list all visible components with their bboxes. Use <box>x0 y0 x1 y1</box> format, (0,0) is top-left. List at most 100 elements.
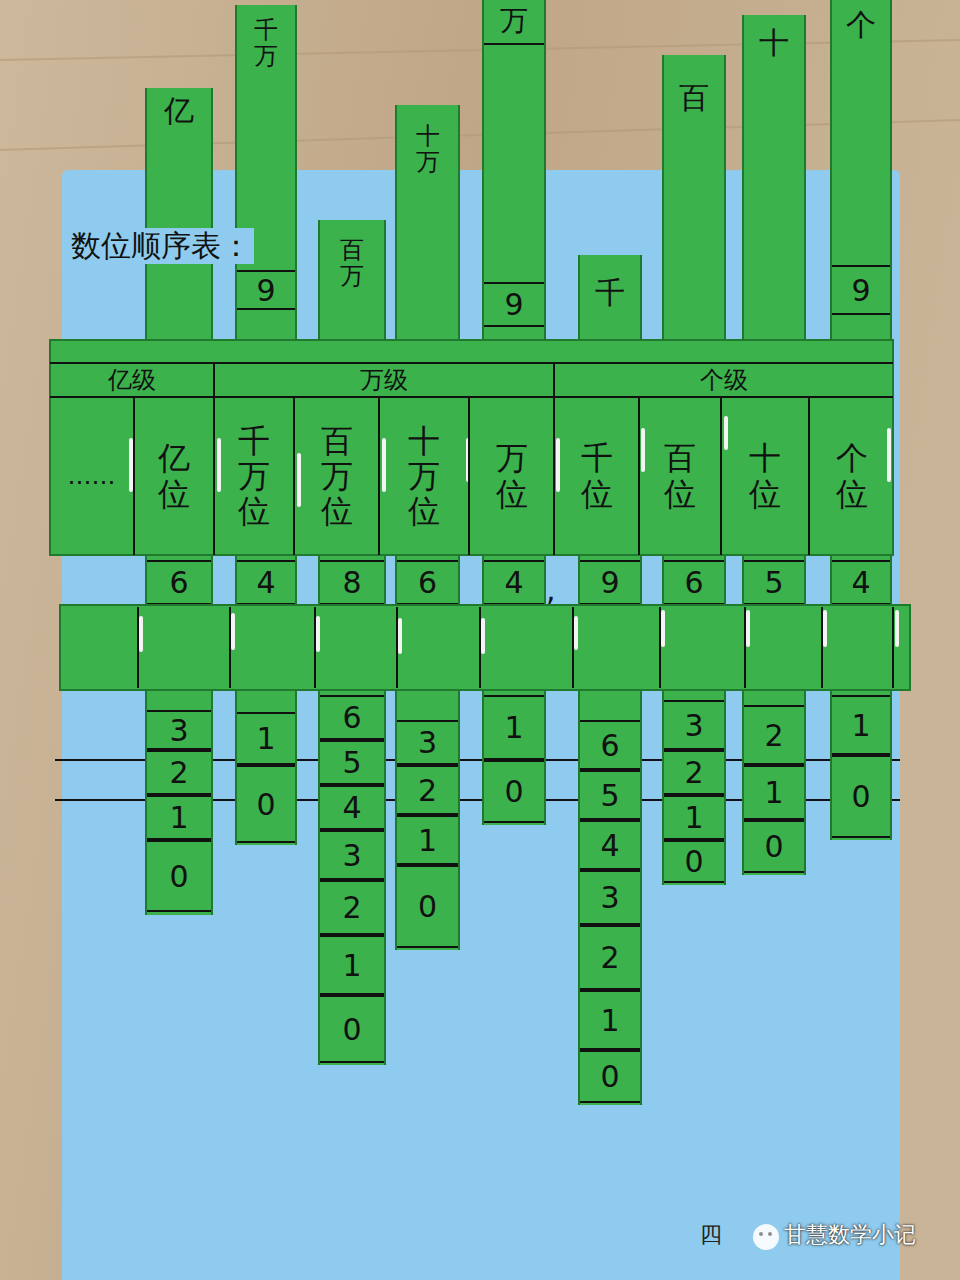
digit: 8 <box>342 566 361 599</box>
place-label-cell: 百 <box>664 70 724 125</box>
place-column: 万位 <box>470 398 555 555</box>
number-strip: 千 9 6 5 4 3 2 1 0 <box>578 255 642 1105</box>
wechat-icon <box>753 1224 779 1250</box>
digit-cell: 3 <box>580 870 640 925</box>
digit: 4 <box>504 566 523 599</box>
digit-cell: 0 <box>484 760 544 823</box>
digit: 3 <box>169 714 188 747</box>
digit: 0 <box>256 788 275 821</box>
place-column: 十位 <box>722 398 810 555</box>
digit: 6 <box>169 566 188 599</box>
digit-cell: 4 <box>320 785 384 830</box>
digit-cell: 4 <box>580 820 640 870</box>
digit: 9 <box>851 274 870 307</box>
place-column: 十万位 <box>380 398 470 555</box>
digit: 1 <box>600 1004 619 1037</box>
place-label: 千 <box>595 276 625 309</box>
digit: 4 <box>342 791 361 824</box>
place-column: 千位 <box>555 398 640 555</box>
digit-cell: 6 <box>397 560 458 605</box>
place-name: …… <box>68 463 116 489</box>
number-strip: 万 9 4 1 0 <box>482 0 546 825</box>
digit-cell: 4 <box>832 560 890 605</box>
level-cell: 亿级 <box>50 362 215 398</box>
digit-cell: 6 <box>320 695 384 740</box>
digit-cell: 2 <box>147 750 211 795</box>
digit: 6 <box>418 566 437 599</box>
digit-cell: 0 <box>320 995 384 1063</box>
digit: 3 <box>418 726 437 759</box>
place-column: 百万位 <box>295 398 380 555</box>
digit: 5 <box>600 779 619 812</box>
digit: 3 <box>342 839 361 872</box>
place-label-cell: 百万 <box>320 228 384 298</box>
digit-cell: 1 <box>664 795 724 840</box>
digit: 9 <box>256 274 275 307</box>
digit: 9 <box>504 288 523 321</box>
digit-cell: 1 <box>237 712 295 765</box>
place-name: 百万位 <box>321 424 353 530</box>
digit-cell: 6 <box>664 560 724 605</box>
place-label-cell: 千万 <box>237 12 295 74</box>
place-name: 千位 <box>581 441 613 511</box>
digit: 1 <box>169 801 188 834</box>
place-label-cell: 十 <box>744 20 804 65</box>
digit-cell: 0 <box>744 820 804 873</box>
level-name: 亿级 <box>108 367 156 393</box>
digit: 2 <box>684 756 703 789</box>
digit: 9 <box>600 566 619 599</box>
digit-cell: 1 <box>832 695 890 755</box>
place-label: 千万 <box>254 17 278 70</box>
digit-cell: 1 <box>484 695 544 760</box>
digit-cell: 2 <box>580 925 640 990</box>
digit-cell: 3 <box>397 720 458 765</box>
digit-cell: 3 <box>664 700 724 750</box>
place-name: 百位 <box>664 441 696 511</box>
digit: 5 <box>342 746 361 779</box>
digit-cell: 4 <box>484 560 544 605</box>
digit-cell: 3 <box>320 830 384 880</box>
digit-cell: 9 <box>484 282 544 327</box>
digit-cell: 1 <box>147 795 211 840</box>
digit: 3 <box>600 881 619 914</box>
digit-cell: 0 <box>147 840 211 912</box>
digit-cell: 8 <box>320 560 384 605</box>
digit: 3 <box>684 709 703 742</box>
place-label: 十万 <box>416 123 440 176</box>
digit: 4 <box>851 566 870 599</box>
digit: 0 <box>600 1060 619 1093</box>
digit-cell: 0 <box>237 765 295 843</box>
level-cell: 万级 <box>215 362 555 398</box>
handwritten-note: 四 <box>700 1222 722 1248</box>
digit: 0 <box>504 775 523 808</box>
number-strip: 个 9 4 1 0 <box>830 0 892 840</box>
digit-cell: 1 <box>320 935 384 995</box>
place-label-cell: 万 <box>484 0 544 45</box>
place-column: 百位 <box>640 398 722 555</box>
digit: 1 <box>851 709 870 742</box>
digit: 2 <box>764 719 783 752</box>
place-label-cell: 亿 <box>147 90 211 130</box>
digit-cell: 9 <box>580 560 640 605</box>
digit: 0 <box>764 830 783 863</box>
digit-cell: 0 <box>832 755 890 838</box>
digit: 1 <box>256 722 275 755</box>
digit: 2 <box>342 891 361 924</box>
digit-cell: 6 <box>580 720 640 770</box>
digit-cell: 4 <box>237 560 295 605</box>
place-column: …… <box>50 398 135 555</box>
digit: 1 <box>342 949 361 982</box>
digit: 2 <box>418 774 437 807</box>
place-column: 千万位 <box>215 398 295 555</box>
title: 数位顺序表： <box>68 228 254 264</box>
digit-cell: 1 <box>744 765 804 820</box>
level-name: 个级 <box>700 367 748 393</box>
place-label: 个 <box>846 8 876 41</box>
digit: 4 <box>256 566 275 599</box>
wood-grain <box>0 40 960 150</box>
digit-cell: 2 <box>664 750 724 795</box>
digit-cell: 1 <box>397 815 458 865</box>
digit: 5 <box>764 566 783 599</box>
